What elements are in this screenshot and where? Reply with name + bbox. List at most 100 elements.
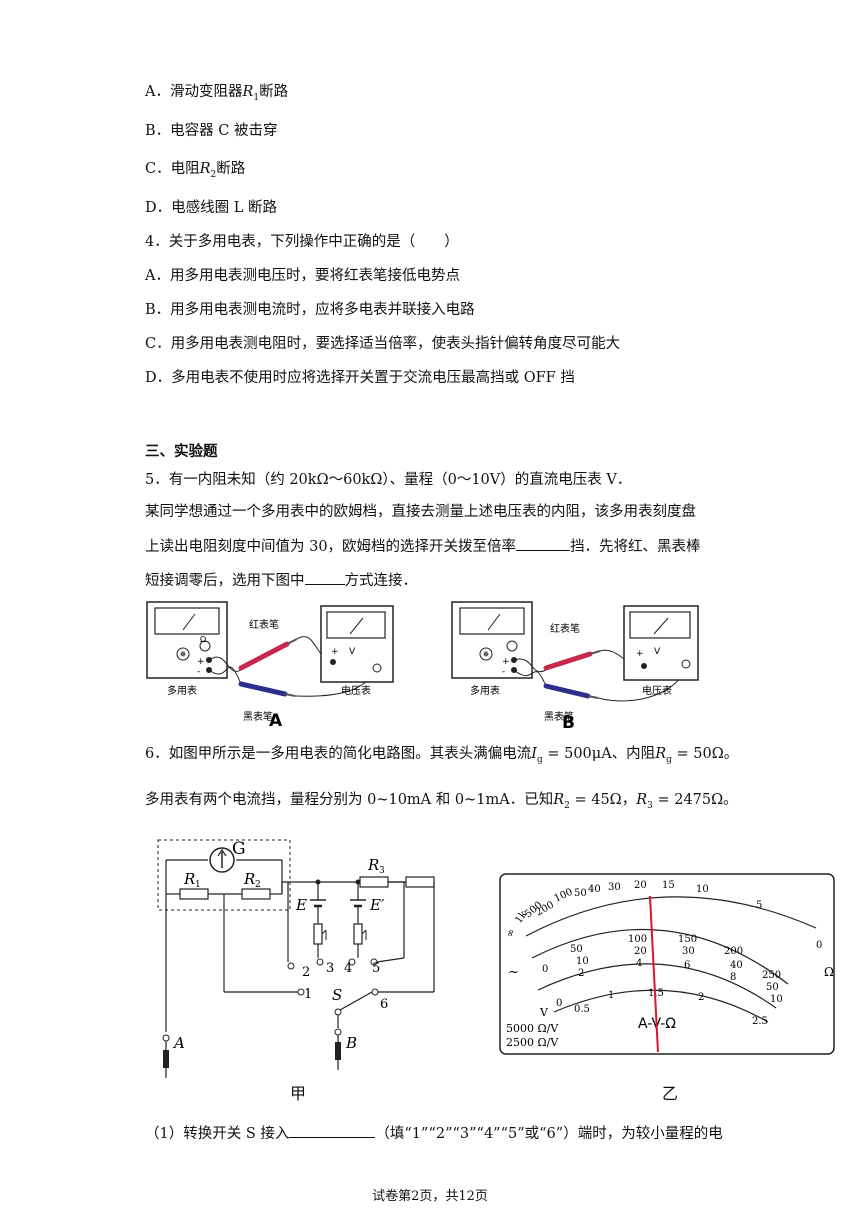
svg-text:5: 5 xyxy=(756,900,762,911)
svg-text:0: 0 xyxy=(816,940,822,951)
dc-symbol: V xyxy=(539,1006,549,1019)
q6-sub1: （1）转换开关 S 接入（填“1”“2”“3”“4”“5”或“6”）端时，为较小… xyxy=(145,1122,723,1143)
fig-a-black-label: 黑表笔 xyxy=(243,710,273,723)
q3-option-a: A．滑动变阻器R1断路 xyxy=(145,84,289,103)
svg-text:2: 2 xyxy=(302,965,310,980)
svg-text:30: 30 xyxy=(682,946,695,957)
figure-a-connection: Ω + - 红表笔 黑表笔 + V 多用表 电压表 A xyxy=(146,601,394,728)
svg-text:2: 2 xyxy=(698,992,704,1003)
svg-text:4: 4 xyxy=(344,961,352,976)
svg-text:10: 10 xyxy=(576,956,589,967)
svg-text:V: V xyxy=(349,647,356,657)
svg-text:R: R xyxy=(243,870,255,888)
fig-b-red-label: 红表笔 xyxy=(550,622,580,635)
svg-text:40: 40 xyxy=(730,960,743,971)
svg-text:2: 2 xyxy=(578,968,584,979)
svg-text:200: 200 xyxy=(724,946,743,957)
q3-option-b: B．电容器 C 被击穿 xyxy=(145,123,278,139)
svg-text:150: 150 xyxy=(678,934,697,945)
fig-b-multimeter-label: 多用表 xyxy=(470,684,500,697)
ohm-unit: Ω xyxy=(824,965,834,979)
q4-option-d: D．多用电表不使用时应将选择开关置于交流电压最高挡或 OFF 挡 xyxy=(145,370,575,386)
svg-text:0: 0 xyxy=(556,998,562,1009)
terminal-a-label: A xyxy=(172,1034,185,1052)
terminal-b-label: B xyxy=(345,1034,357,1052)
svg-text:50: 50 xyxy=(766,982,779,993)
emf-e-prime-label: E′ xyxy=(369,896,385,914)
caption-jia: 甲 xyxy=(290,1084,307,1103)
figure-meter-dial: ∞ 1k 500 200 100 50 40 30 20 15 10 5 0 5… xyxy=(499,873,835,1055)
figure-circuit-jia: G R 1 R 2 A 1 2 R 3 3 E 4 E′ 5 xyxy=(157,839,435,1078)
blank-terminal[interactable] xyxy=(289,1123,376,1138)
svg-text:1: 1 xyxy=(608,990,614,1001)
svg-text:0.5: 0.5 xyxy=(574,1004,590,1015)
q5-line4: 短接调零后，选用下图中方式连接． xyxy=(145,569,417,590)
svg-text:∞: ∞ xyxy=(504,927,517,939)
ac-symbol: ~ xyxy=(508,965,519,980)
svg-text:50: 50 xyxy=(570,944,583,955)
galvanometer-label: G xyxy=(232,839,246,859)
blank-multiplier[interactable] xyxy=(516,536,571,551)
fig-a-red-label: 红表笔 xyxy=(249,618,279,631)
svg-text:3: 3 xyxy=(379,866,385,876)
page-footer: 试卷第2页，共12页 xyxy=(372,1189,488,1204)
emf-e-label: E xyxy=(295,896,307,914)
q6-line1: 6．如图甲所示是一多用电表的简化电路图。其表头满偏电流Ig = 500μA、内阻… xyxy=(145,746,739,765)
blank-connection[interactable] xyxy=(304,570,345,585)
meter-needle xyxy=(649,895,659,1053)
q4-option-b: B．用多用电表测电流时，应将多电表并联接入电路 xyxy=(145,302,475,318)
svg-text:4: 4 xyxy=(636,958,642,969)
figure-b-connection: + - 红表笔 黑表笔 + V 多用表 电压表 B xyxy=(451,601,699,730)
q4-option-c: C．用多用电表测电阻时，要选择适当倍率，使表头指针偏转角度尽可能大 xyxy=(145,336,621,352)
q5-line2: 某同学想通过一个多用表中的欧姆档，直接去测量上述电压表的内阻，该多用表刻度盘 xyxy=(145,504,696,520)
svg-text:-: - xyxy=(197,667,200,677)
svg-text:R: R xyxy=(183,870,195,888)
svg-text:+: + xyxy=(502,657,510,667)
svg-text:+: + xyxy=(636,649,644,659)
mid-scale-labels: 50 100 150 200 250 10 20 30 40 50 0 2 4 … xyxy=(542,934,783,1005)
fig-a-multimeter-label: 多用表 xyxy=(167,684,197,697)
svg-text:5: 5 xyxy=(372,961,380,976)
svg-text:+: + xyxy=(197,657,205,667)
fig-b-letter: B xyxy=(562,713,575,730)
svg-text:100: 100 xyxy=(628,934,647,945)
fig-b-black-label: 黑表笔 xyxy=(544,710,574,723)
fig-b-voltmeter-label: 电压表 xyxy=(642,684,672,697)
q4-stem: 4．关于多用电表，下列操作中正确的是（ ） xyxy=(145,234,459,250)
svg-text:V: V xyxy=(654,647,661,657)
svg-text:+: + xyxy=(331,647,339,657)
svg-text:50: 50 xyxy=(574,888,587,899)
svg-text:8: 8 xyxy=(730,972,736,983)
svg-text:10: 10 xyxy=(770,994,783,1005)
svg-text:30: 30 xyxy=(608,882,621,893)
svg-text:250: 250 xyxy=(762,970,781,981)
q3-option-c: C．电阻R2断路 xyxy=(145,161,246,180)
q6-line2: 多用表有两个电流挡，量程分别为 0~10mA 和 0~1mA．已知R2 = 45… xyxy=(145,792,738,811)
q5-line3: 上读出电阻刻度中间值为 30，欧姆档的选择开关拨至倍率挡．先将红、黑表棒 xyxy=(145,535,701,556)
svg-text:3: 3 xyxy=(326,961,334,976)
fig-a-voltmeter-label: 电压表 xyxy=(341,684,371,697)
svg-text:6: 6 xyxy=(380,997,388,1012)
svg-text:15: 15 xyxy=(662,880,675,891)
svg-text:2.5: 2.5 xyxy=(752,1016,768,1027)
svg-text:-: - xyxy=(502,667,505,677)
svg-text:1: 1 xyxy=(195,880,201,890)
svg-text:2: 2 xyxy=(255,880,261,890)
q5-line1: 5．有一内阻未知（约 20kΩ～60kΩ）、量程（0～10V）的直流电压表 V． xyxy=(145,472,632,488)
svg-text:6: 6 xyxy=(684,960,690,971)
q3-option-d: D．电感线圈 L 断路 xyxy=(145,200,277,216)
section-title: 三、实验题 xyxy=(145,444,218,460)
svg-text:20: 20 xyxy=(634,946,647,957)
sensitivity-1: 5000 Ω/V xyxy=(506,1022,559,1035)
svg-text:10: 10 xyxy=(696,884,709,895)
switch-s-label: S xyxy=(332,986,342,1004)
fig-a-letter: A xyxy=(269,711,283,728)
svg-text:40: 40 xyxy=(588,884,601,895)
svg-text:R: R xyxy=(367,856,379,874)
svg-text:0: 0 xyxy=(542,964,548,975)
caption-yi: 乙 xyxy=(662,1084,679,1103)
q4-option-a: A．用多用电表测电压时，要将红表笔接低电势点 xyxy=(145,268,460,284)
fig-a-ohm: Ω xyxy=(200,635,206,644)
svg-text:20: 20 xyxy=(634,880,647,891)
sensitivity-2: 2500 Ω/V xyxy=(506,1036,559,1049)
